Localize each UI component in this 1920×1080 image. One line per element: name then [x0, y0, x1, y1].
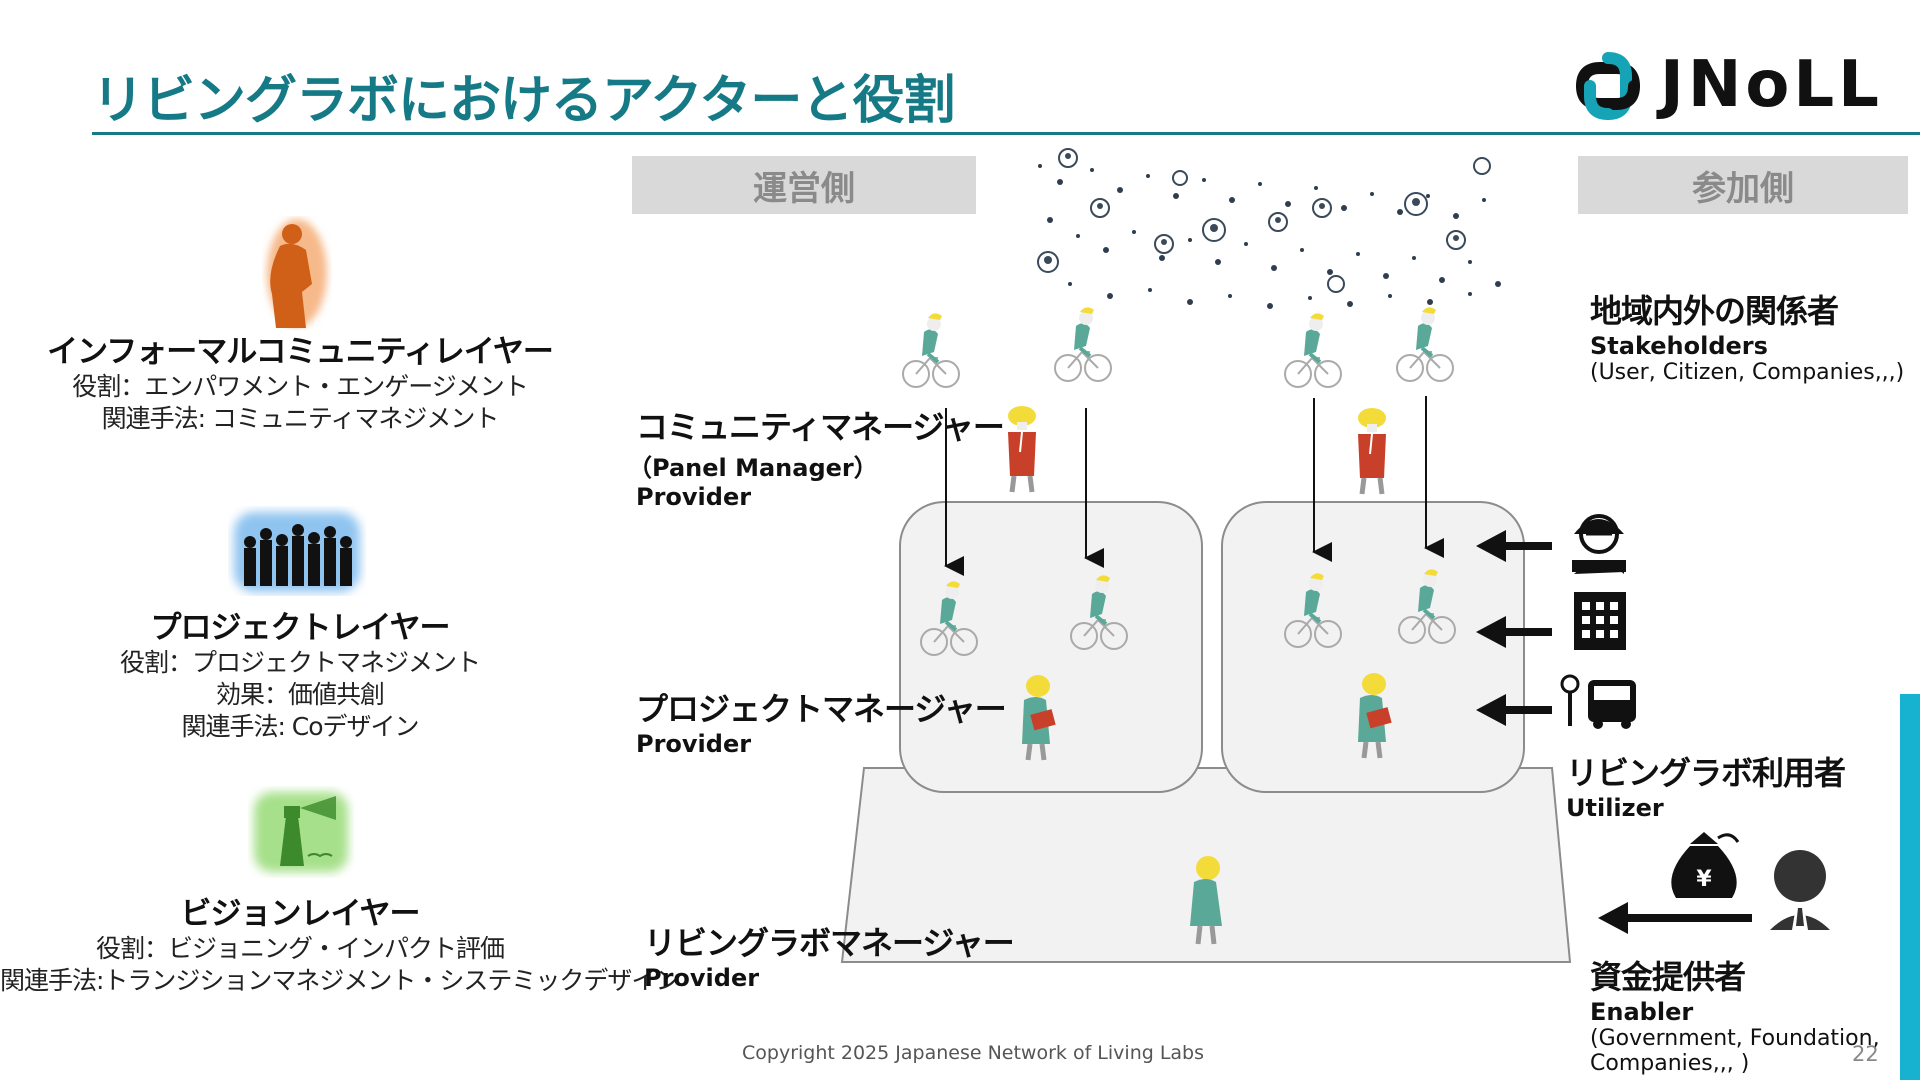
role-name: プロジェクトマネージャー: [636, 690, 1007, 728]
role-en: Provider: [636, 483, 752, 511]
role-name: 地域内外の関係者: [1590, 292, 1839, 330]
worker-helmet-icon: [1572, 514, 1626, 574]
crowd-silhouette-icon: [234, 512, 360, 592]
project-box-left: [899, 501, 1203, 793]
layer-line: 役割：エンパワメント・エンゲージメント: [72, 372, 529, 401]
layer-name: プロジェクトレイヤー: [150, 610, 450, 646]
accent-bar: [1900, 694, 1920, 1080]
informal-community-layer: インフォーマルコミュニティレイヤー 役割：エンパワメント・エンゲージメント 関連…: [40, 326, 560, 435]
participant-side-band: 参加側: [1578, 156, 1908, 214]
project-box-right: [1221, 501, 1525, 793]
role-name: コミュニティマネージャー: [636, 408, 1005, 446]
building-icon: [1574, 592, 1626, 650]
layer-line: 役割：ビジョニング・インパクト評価: [95, 934, 505, 963]
layer-line: 関連手法:トランジションマネジメント・システミックデザイン: [0, 966, 680, 995]
role-name: リビングラボマネージャー: [644, 924, 1015, 962]
layer-name: ビジョンレイヤー: [180, 896, 420, 932]
enabler-role: 資金提供者 Enabler (Government, Foundation, C…: [1590, 952, 1880, 1076]
utilizer-role: リビングラボ利用者 Utilizer: [1566, 748, 1846, 822]
project-manager-role: プロジェクトマネージャー Provider: [636, 684, 1007, 758]
layer-line: 役割：プロジェクトマネジメント: [119, 648, 481, 677]
layer-line: 効果：価値共創: [215, 680, 385, 709]
layer-line: 関連手法: Coデザイン: [181, 712, 419, 741]
jnoll-logo-icon: [1576, 52, 1640, 120]
lighthouse-icon: [254, 792, 348, 872]
living-lab-manager-role: リビングラボマネージャー Provider: [644, 918, 1015, 992]
layer-line: 関連手法: コミュニティマネジメント: [101, 404, 500, 433]
thinker-statue-icon: [267, 219, 327, 328]
bus-stop-icon: [1560, 674, 1636, 729]
stakeholder-network-cloud: [1037, 148, 1501, 309]
page-title: リビングラボにおけるアクターと役割: [92, 71, 955, 131]
role-sub: (User, Citizen, Companies,,,): [1590, 360, 1905, 385]
svg-text:¥: ¥: [1696, 867, 1712, 892]
role-sub: Companies,,, ): [1590, 1051, 1750, 1076]
stakeholders-role: 地域内外の関係者 Stakeholders (User, Citizen, Co…: [1590, 286, 1904, 385]
page-number: 22: [1852, 1042, 1879, 1066]
role-en: Provider: [644, 964, 760, 992]
businessperson-icon: [1770, 850, 1830, 930]
logo-text: JNoLL: [1660, 48, 1883, 122]
role-en: Stakeholders: [1590, 332, 1768, 360]
copyright-footer: Copyright 2025 Japanese Network of Livin…: [742, 1042, 1205, 1064]
title-divider: [92, 132, 1920, 135]
money-bag-yen-icon: ¥: [1671, 832, 1740, 898]
community-manager-role: コミュニティマネージャー （Panel Manager） Provider: [628, 402, 1005, 511]
project-layer: プロジェクトレイヤー 役割：プロジェクトマネジメント 効果：価値共創 関連手法:…: [40, 602, 560, 743]
operator-side-band: 運営側: [632, 156, 976, 214]
role-en: Utilizer: [1566, 794, 1664, 822]
role-name: 資金提供者: [1590, 958, 1746, 996]
role-en: Provider: [636, 730, 752, 758]
role-en: Enabler: [1590, 998, 1694, 1026]
role-name: リビングラボ利用者: [1566, 754, 1846, 792]
logo: JNoLL: [1562, 44, 1912, 128]
layer-name: インフォーマルコミュニティレイヤー: [47, 334, 554, 370]
role-sub: (Government, Foundation,: [1590, 1026, 1880, 1051]
role-sub: （Panel Manager）: [628, 454, 878, 482]
vision-layer: ビジョンレイヤー 役割：ビジョニング・インパクト評価 関連手法:トランジションマ…: [0, 888, 680, 997]
